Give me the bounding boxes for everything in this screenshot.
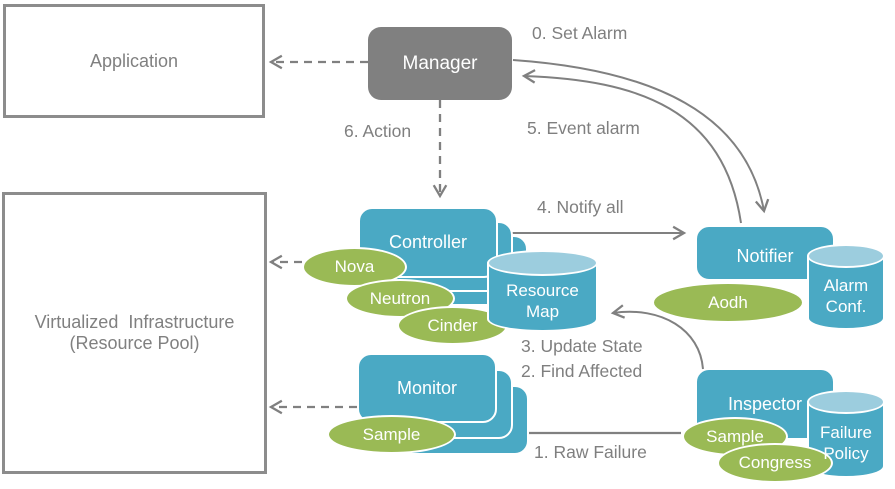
application-box: Application xyxy=(3,4,265,118)
nova-label: Nova xyxy=(334,257,375,276)
step-label-update-state: 3. Update State xyxy=(521,336,643,356)
notifier-label: Notifier xyxy=(736,245,794,266)
inspector-sample-ellipse: Sample xyxy=(682,417,788,456)
alarm-conf-label-line1: Alarm xyxy=(823,276,869,295)
failure-policy-cylinder: Failure Policy xyxy=(807,390,885,478)
aodh-label: Aodh xyxy=(708,292,748,312)
failure-policy-label-line2: Policy xyxy=(823,444,869,463)
step-label-set-alarm: 0. Set Alarm xyxy=(532,23,628,43)
congress-label: Congress xyxy=(738,453,812,472)
manager-label: Manager xyxy=(402,52,478,74)
alarm-conf-cylinder-body xyxy=(807,256,885,330)
neutron-ellipse: Neutron xyxy=(345,279,455,318)
controller-label: Controller xyxy=(388,232,468,252)
failure-policy-cylinder-top xyxy=(807,390,885,414)
inspector-label: Inspector xyxy=(727,393,803,414)
resource-map-label-line1: Resource xyxy=(506,281,579,300)
alarm-conf-label-line2: Conf. xyxy=(825,297,867,316)
virtualized-infrastructure-box: Virtualized Infrastructure (Resource Poo… xyxy=(2,192,267,474)
manager-box: Manager xyxy=(368,27,512,100)
alarm-conf-cylinder-top xyxy=(807,244,885,268)
virtualized-infrastructure-label-line2: (Resource Pool) xyxy=(69,333,200,353)
monitor-sample-ellipse: Sample xyxy=(327,415,456,454)
step-label-find-affected: 2. Find Affected xyxy=(521,361,643,381)
monitor-label: Monitor xyxy=(396,377,458,398)
neutron-label: Neutron xyxy=(369,288,431,308)
application-label: Application xyxy=(89,50,179,71)
monitor-sample-label: Sample xyxy=(362,424,421,444)
resource-map-cylinder-top xyxy=(487,250,598,276)
congress-ellipse: Congress xyxy=(717,443,833,483)
step-label-action: 6. Action xyxy=(344,121,412,141)
virtualized-infrastructure-label-line1: Virtualized Infrastructure xyxy=(34,312,235,332)
monitor-stack: Monitor xyxy=(357,353,530,456)
step-label-raw-failure: 1. Raw Failure xyxy=(534,442,647,462)
cinder-label: Cinder xyxy=(427,315,478,335)
failure-policy-label-line1: Failure xyxy=(820,423,872,442)
resource-map-label-line2: Map xyxy=(525,302,560,321)
step-label-notify-all: 4. Notify all xyxy=(537,197,624,217)
alarm-conf-cylinder: Alarm Conf. xyxy=(807,244,885,330)
step-label-event-alarm: 5. Event alarm xyxy=(527,118,640,138)
resource-map-cylinder: Resource Map xyxy=(487,250,598,332)
monitor-box: Monitor xyxy=(357,353,497,423)
inspector-sample-label: Sample xyxy=(706,426,764,446)
aodh-ellipse: Aodh xyxy=(652,282,804,323)
